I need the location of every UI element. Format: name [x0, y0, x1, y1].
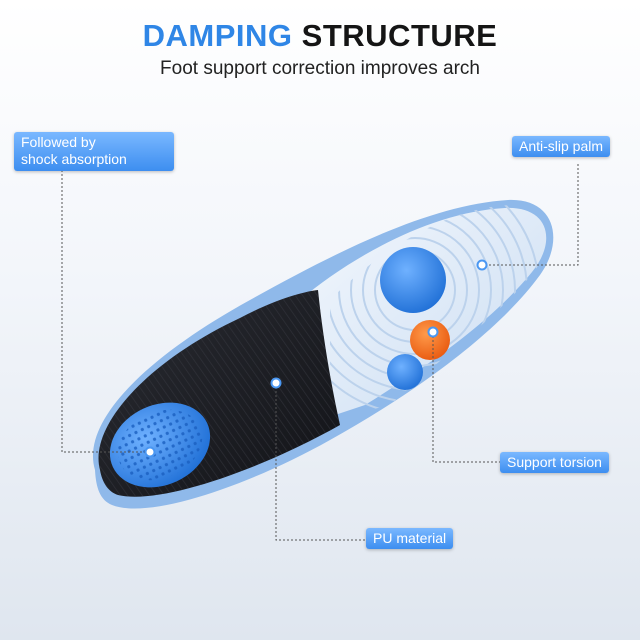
forefoot-gel-large	[380, 247, 446, 313]
callout-shock-line2: shock absorption	[21, 151, 127, 167]
callout-shock-absorption: Followed by shock absorption	[14, 132, 174, 171]
title-rest: STRUCTURE	[301, 18, 498, 53]
leader-lines	[61, 164, 579, 541]
forefoot-gel-small	[387, 354, 423, 390]
callout-support-torsion: Support torsion	[500, 452, 609, 473]
title-accent: DAMPING	[142, 18, 293, 53]
callout-pu-material: PU material	[366, 528, 454, 549]
insole-forefoot	[300, 207, 547, 420]
page-subtitle: Foot support correction improves arch	[160, 58, 480, 79]
callout-shock-line1: Followed by	[21, 134, 96, 150]
arch-gel-orange	[410, 320, 450, 360]
page-title: DAMPING STRUCTURE	[0, 18, 640, 54]
marker-dots	[144, 259, 488, 458]
callout-anti-slip: Anti-slip palm	[512, 136, 611, 157]
